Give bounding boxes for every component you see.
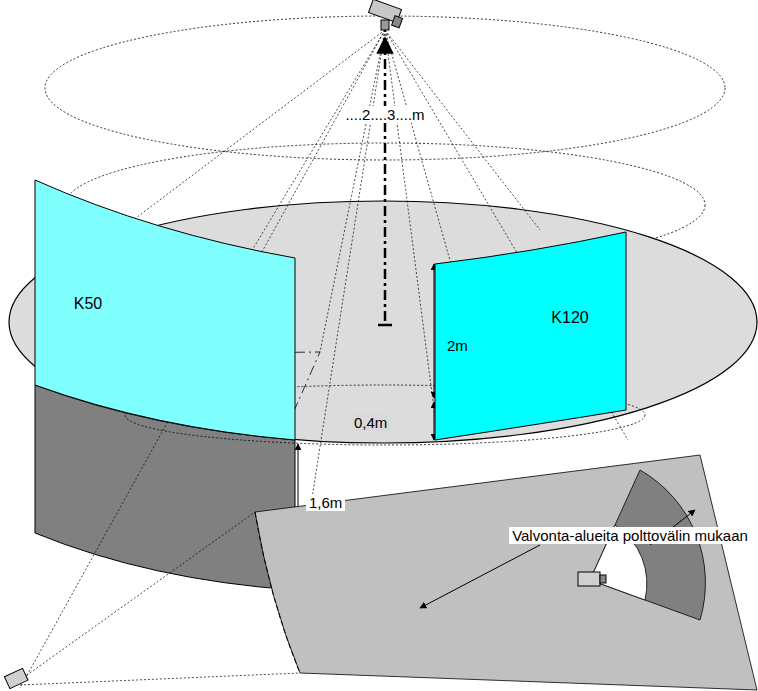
dimension-label: 2m — [447, 337, 468, 354]
leader-line — [420, 545, 540, 608]
dimension-arrow — [434, 402, 435, 440]
panel-shape — [434, 230, 628, 442]
panel-label: K50 — [74, 295, 102, 313]
distance-scale: ....2....3....m — [342, 106, 427, 123]
wall-panel: K50 — [34, 178, 297, 444]
zone-line — [20, 673, 300, 685]
dimension-arrow — [434, 264, 435, 398]
panel-label: K120 — [551, 309, 588, 327]
zone-line — [20, 512, 255, 680]
optical-axis — [384, 38, 387, 325]
axis-end — [378, 324, 392, 327]
camera-icon — [578, 572, 606, 586]
dimension-label: 0,4m — [352, 414, 389, 431]
camera-icon — [369, 0, 403, 30]
wall-panel: K120 — [434, 230, 628, 442]
wide-zone — [255, 455, 757, 690]
panel-shape — [34, 178, 297, 444]
camera-icon — [4, 668, 28, 688]
tele-zone — [590, 470, 705, 620]
dimension-label: 1,6m — [306, 494, 345, 511]
zone-edge — [255, 512, 300, 673]
note-label: Valvonta-alueita polttovälin mukaan — [509, 527, 751, 544]
